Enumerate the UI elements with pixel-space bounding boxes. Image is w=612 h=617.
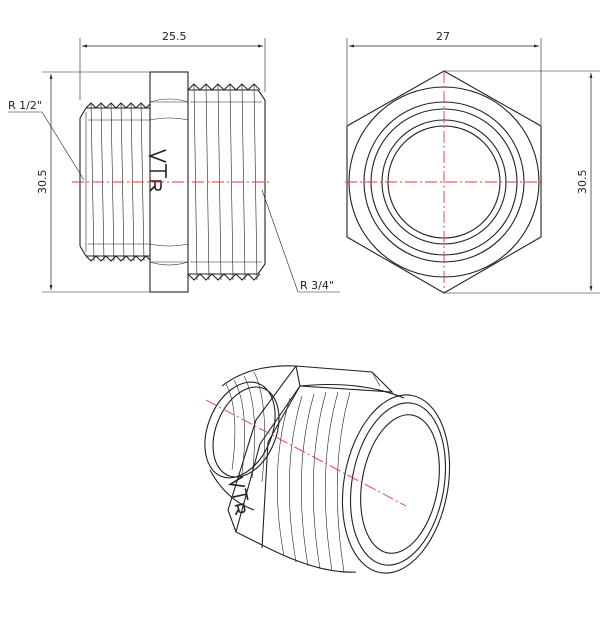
end-height-dimension: 30.5	[444, 70, 600, 294]
end-width-label: 27	[436, 30, 450, 43]
end-height-label: 30.5	[576, 170, 589, 195]
side-width-dimension: 25.5	[79, 30, 266, 100]
end-view: 27 30.5	[345, 30, 600, 294]
side-height-label: 30.5	[36, 170, 49, 195]
side-view: 25.5 30.5	[8, 30, 340, 293]
small-thread-label: R 1/2"	[8, 99, 42, 112]
vtr-logo	[147, 149, 167, 192]
iso-large-thread	[267, 383, 451, 574]
hex-collar	[147, 71, 189, 293]
iso-hex-collar	[227, 365, 394, 549]
large-thread-body	[187, 83, 266, 281]
end-width-dimension: 27	[346, 30, 542, 125]
side-height-dimension: 30.5	[36, 71, 150, 293]
large-thread-callout: R 3/4"	[261, 189, 340, 293]
iso-centerline	[205, 399, 407, 507]
iso-vtr-logo	[227, 475, 249, 516]
iso-front-bore	[360, 414, 440, 554]
side-width-label: 25.5	[162, 30, 187, 43]
small-thread-callout: R 1/2"	[8, 99, 85, 181]
iso-front-mid	[349, 402, 447, 566]
iso-front-outer	[341, 394, 451, 574]
isometric-view	[204, 365, 451, 574]
large-thread-label: R 3/4"	[300, 279, 334, 292]
